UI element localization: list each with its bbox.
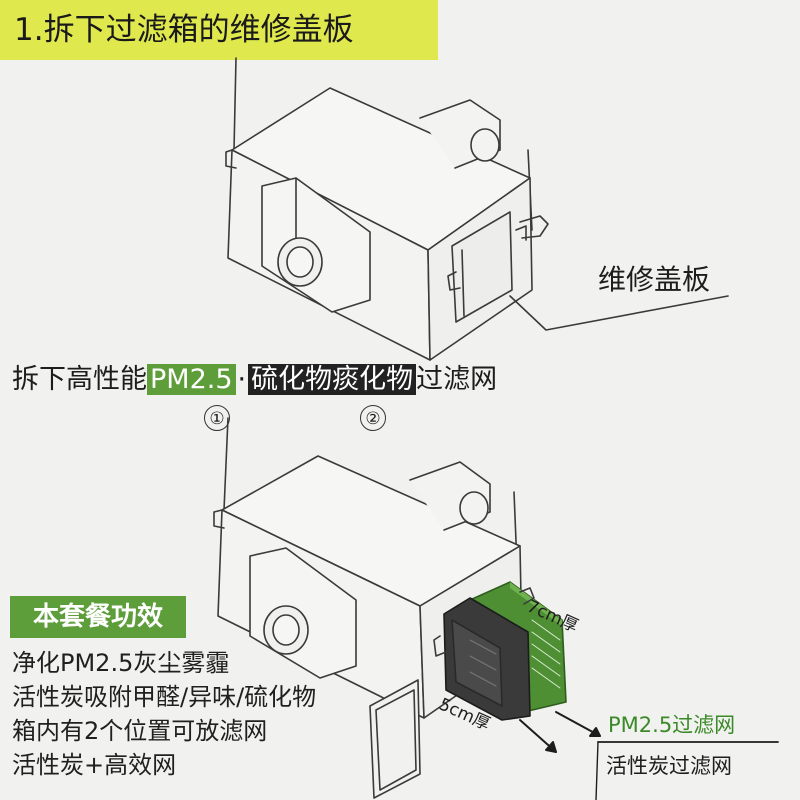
upper-filter-box xyxy=(225,57,729,361)
filter-arrows xyxy=(519,711,779,800)
position-marker-1: ① xyxy=(204,405,230,431)
benefit-item: 箱内有2个位置可放滤网 xyxy=(12,717,268,745)
sulfide-highlight: 硫化物痰化物 xyxy=(248,364,417,395)
instruction-suffix: 过滤网 xyxy=(416,364,498,395)
benefit-item: 活性炭吸附甲醛/异味/硫化物 xyxy=(12,683,317,711)
maintenance-panel-label: 维修盖板 xyxy=(598,263,711,296)
position-marker-2: ② xyxy=(360,405,386,431)
benefits-list: 净化PM2.5灰尘雾霾 活性炭吸附甲醛/异味/硫化物 箱内有2个位置可放滤网 活… xyxy=(12,646,316,782)
benefit-item: 净化PM2.5灰尘雾霾 xyxy=(12,649,230,677)
step-title: 1.拆下过滤箱的维修盖板 xyxy=(0,0,438,60)
benefits-title: 本套餐功效 xyxy=(10,596,186,638)
carbon-filter-label: 活性炭过滤网 xyxy=(606,754,732,778)
instruction-separator: · xyxy=(237,364,247,395)
benefit-item: 活性炭+高效网 xyxy=(12,751,177,779)
lower-filter-box xyxy=(213,417,523,799)
pm-filter-label: PM2.5过滤网 xyxy=(608,713,736,737)
pm-highlight: PM2.5 xyxy=(147,364,236,395)
filter-cartridges xyxy=(433,581,567,721)
instruction-prefix: 拆下高性能 xyxy=(12,364,147,395)
